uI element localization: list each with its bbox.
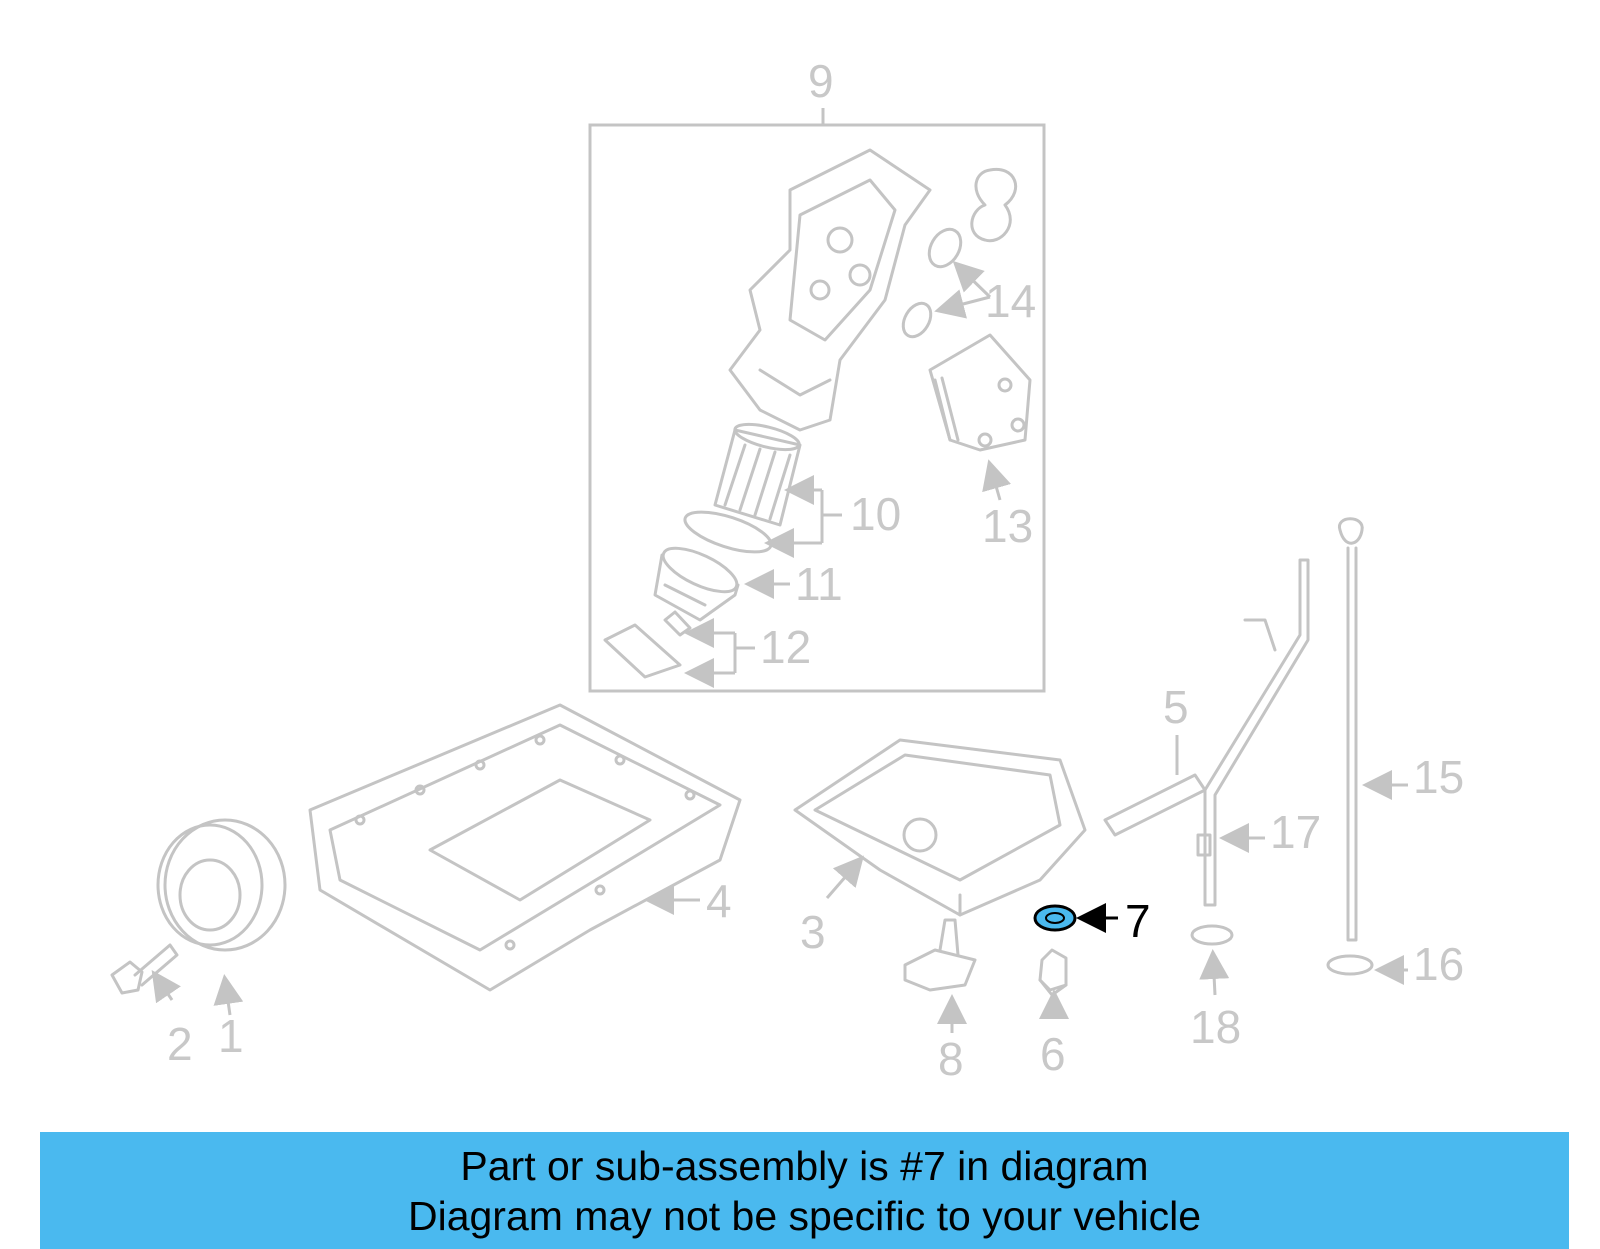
sealant-strip [1103,773,1207,837]
oil-filter-element [683,422,802,554]
drain-plug [1038,948,1068,997]
oil-cooler [928,333,1032,452]
callout-5: 5 [1163,681,1189,733]
oil-filter-housing [728,148,932,432]
dipstick [1338,517,1364,942]
assembly-box-9 [588,123,1046,693]
callout-16: 16 [1413,938,1464,990]
callout-12: 12 [760,621,811,673]
callout-2: 2 [167,1018,193,1070]
banner-line-2: Diagram may not be specific to your vehi… [407,1192,1201,1239]
callout-18: 18 [1190,1001,1241,1053]
callout-7: 7 [1125,895,1151,947]
lower-oil-pan [793,738,1087,917]
dipstick-o-ring [1326,954,1374,976]
oil-level-sensor [903,918,977,992]
info-banner: Part or sub-assembly is #7 in diagram Di… [40,1132,1569,1249]
o-rings [901,167,1018,339]
callout-4: 4 [706,875,732,927]
callout-10: 10 [850,488,901,540]
pulley-bolt [110,943,179,995]
tube-o-ring [1190,924,1234,946]
callout-9: 9 [808,55,834,107]
drain-plug-washer [1033,904,1077,932]
banner-line-1: Part or sub-assembly is #7 in diagram [460,1142,1149,1189]
callout-1: 1 [218,1010,244,1062]
dipstick-tube [1196,558,1310,907]
callout-8: 8 [938,1033,964,1085]
callout-11: 11 [795,558,843,610]
callout-6: 6 [1040,1028,1066,1080]
housing-gaskets [603,610,692,679]
callout-13: 13 [982,500,1033,552]
crankshaft-pulley [156,818,287,952]
callout-17: 17 [1270,806,1321,858]
callout-15: 15 [1413,751,1464,803]
oil-filter-cap [653,546,740,622]
callout-3: 3 [800,906,826,958]
upper-oil-pan [308,703,742,992]
callout-14: 14 [985,275,1036,327]
